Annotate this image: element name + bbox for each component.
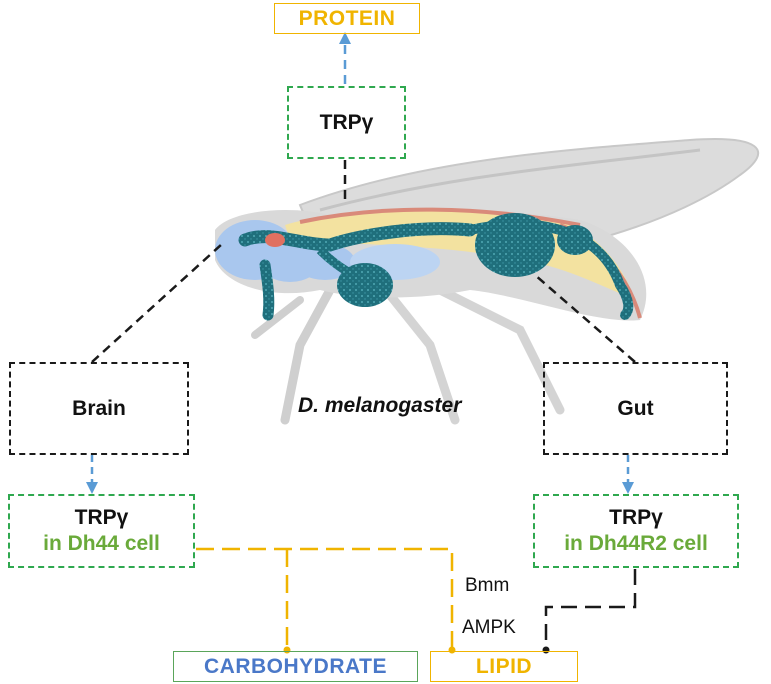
line-gut-fly [534,274,636,363]
trp-dh44r2-line2: in Dh44R2 cell [564,532,708,555]
trp-dh44r2-box: TRPγ in Dh44R2 cell [533,494,739,568]
protein-box: PROTEIN [274,3,420,34]
trp-dh44-box: TRPγ in Dh44 cell [8,494,195,568]
protein-label: PROTEIN [298,6,396,30]
line-dh44-lipid [196,547,454,648]
arrow-head-brain [86,482,98,494]
trp-dh44r2-line1: TRPγ [609,506,663,529]
carbohydrate-label: CARBOHYDRATE [204,654,387,678]
carbohydrate-box: CARBOHYDRATE [173,651,418,682]
bmm-label: Bmm [465,575,510,596]
brain-label: Brain [72,396,126,420]
ampk-label: AMPK [462,617,516,638]
arrow-head-gut [622,482,634,494]
trp-dh44-line1: TRPγ [74,506,129,529]
lipid-label: LIPID [475,654,533,678]
trp-top-box: TRPγ [287,86,406,159]
trp-top-label: TRPγ [319,110,374,134]
arrow-head-protein [339,32,351,44]
gut-box: Gut [543,362,728,455]
lipid-box: LIPID [430,651,578,682]
brain-box: Brain [9,362,189,455]
fly-illustration [215,138,760,425]
line-brain-fly [91,243,223,363]
species-label: D. melanogaster [298,394,462,417]
line-dh44r2-lipid [544,569,637,648]
gut-label: Gut [617,396,654,420]
trp-dh44-line2: in Dh44 cell [43,532,160,555]
